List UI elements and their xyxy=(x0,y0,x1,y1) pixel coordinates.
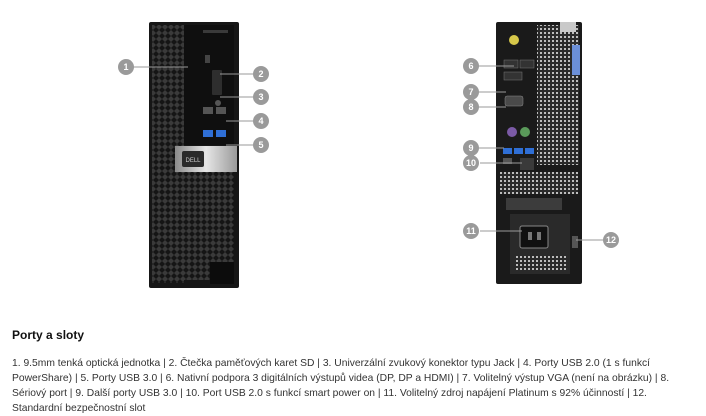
callout-4-marker xyxy=(253,113,269,129)
back-chassis xyxy=(496,22,582,284)
callout-10-marker xyxy=(463,155,479,171)
callout-5-marker xyxy=(253,137,269,153)
callout-9-marker xyxy=(463,140,479,156)
callout-12-marker xyxy=(603,232,619,248)
callout-12: 12 xyxy=(606,235,616,245)
callout-8-marker xyxy=(463,99,479,115)
dell-badge: DELL xyxy=(185,158,201,164)
callout-1-marker xyxy=(118,59,134,75)
callout-6: 6 xyxy=(468,61,473,71)
back-callouts: 6 7 8 9 10 11 12 xyxy=(463,58,619,248)
callout-7-marker xyxy=(463,84,479,100)
callout-11-marker xyxy=(463,223,479,239)
front-callouts: 1 2 3 4 5 xyxy=(118,59,269,153)
front-chassis: DELL xyxy=(149,22,239,288)
callout-2-marker xyxy=(253,66,269,82)
callout-2: 2 xyxy=(258,69,263,79)
callout-4: 4 xyxy=(258,116,263,126)
callout-9: 9 xyxy=(468,143,473,153)
ports-description: 1. 9.5mm tenká optická jednotka | 2. Čte… xyxy=(12,358,670,414)
product-illustration: DELL 1 2 3 4 5 xyxy=(118,22,619,288)
callout-8: 8 xyxy=(468,102,473,112)
callout-5: 5 xyxy=(258,140,263,150)
callout-3: 3 xyxy=(258,92,263,102)
callout-3-marker xyxy=(253,89,269,105)
callout-11: 11 xyxy=(466,226,476,236)
computer-diagram: DELL 1 2 3 4 5 xyxy=(118,22,619,288)
callout-1: 1 xyxy=(123,62,128,72)
callout-6-marker xyxy=(463,58,479,74)
callout-10: 10 xyxy=(466,158,476,168)
section-title: Porty a sloty xyxy=(12,328,85,342)
callout-7: 7 xyxy=(468,87,473,97)
